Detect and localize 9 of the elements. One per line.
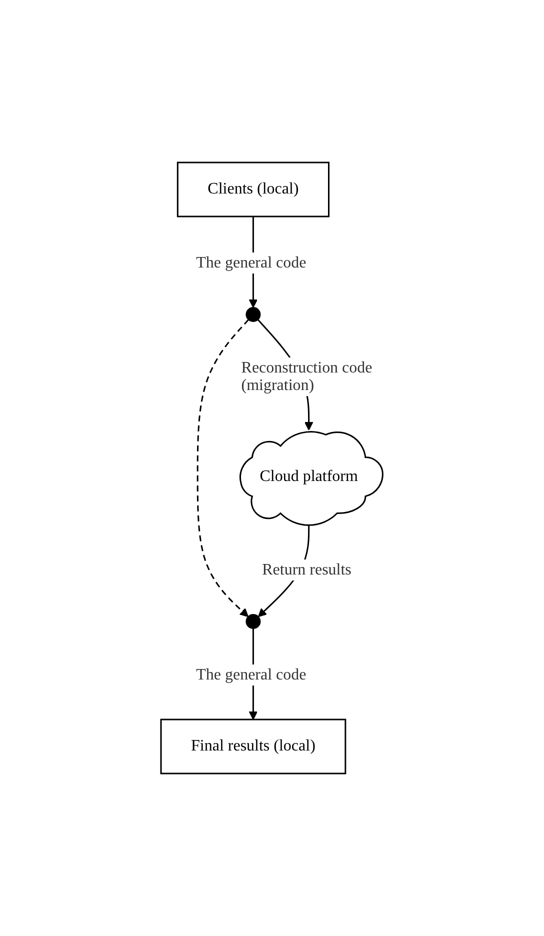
process-box: Final results (local) [160, 718, 346, 774]
junction-dot [246, 307, 261, 322]
process-box: Clients (local) [177, 162, 330, 218]
cloud-node: Cloud platform [240, 431, 384, 526]
edge-label: Reconstruction code (migration) [239, 358, 375, 396]
edge-label: Return results [260, 560, 354, 580]
edge-label: The general code [194, 664, 308, 686]
edge-label: The general code [194, 252, 308, 274]
junction-dot [246, 614, 261, 629]
